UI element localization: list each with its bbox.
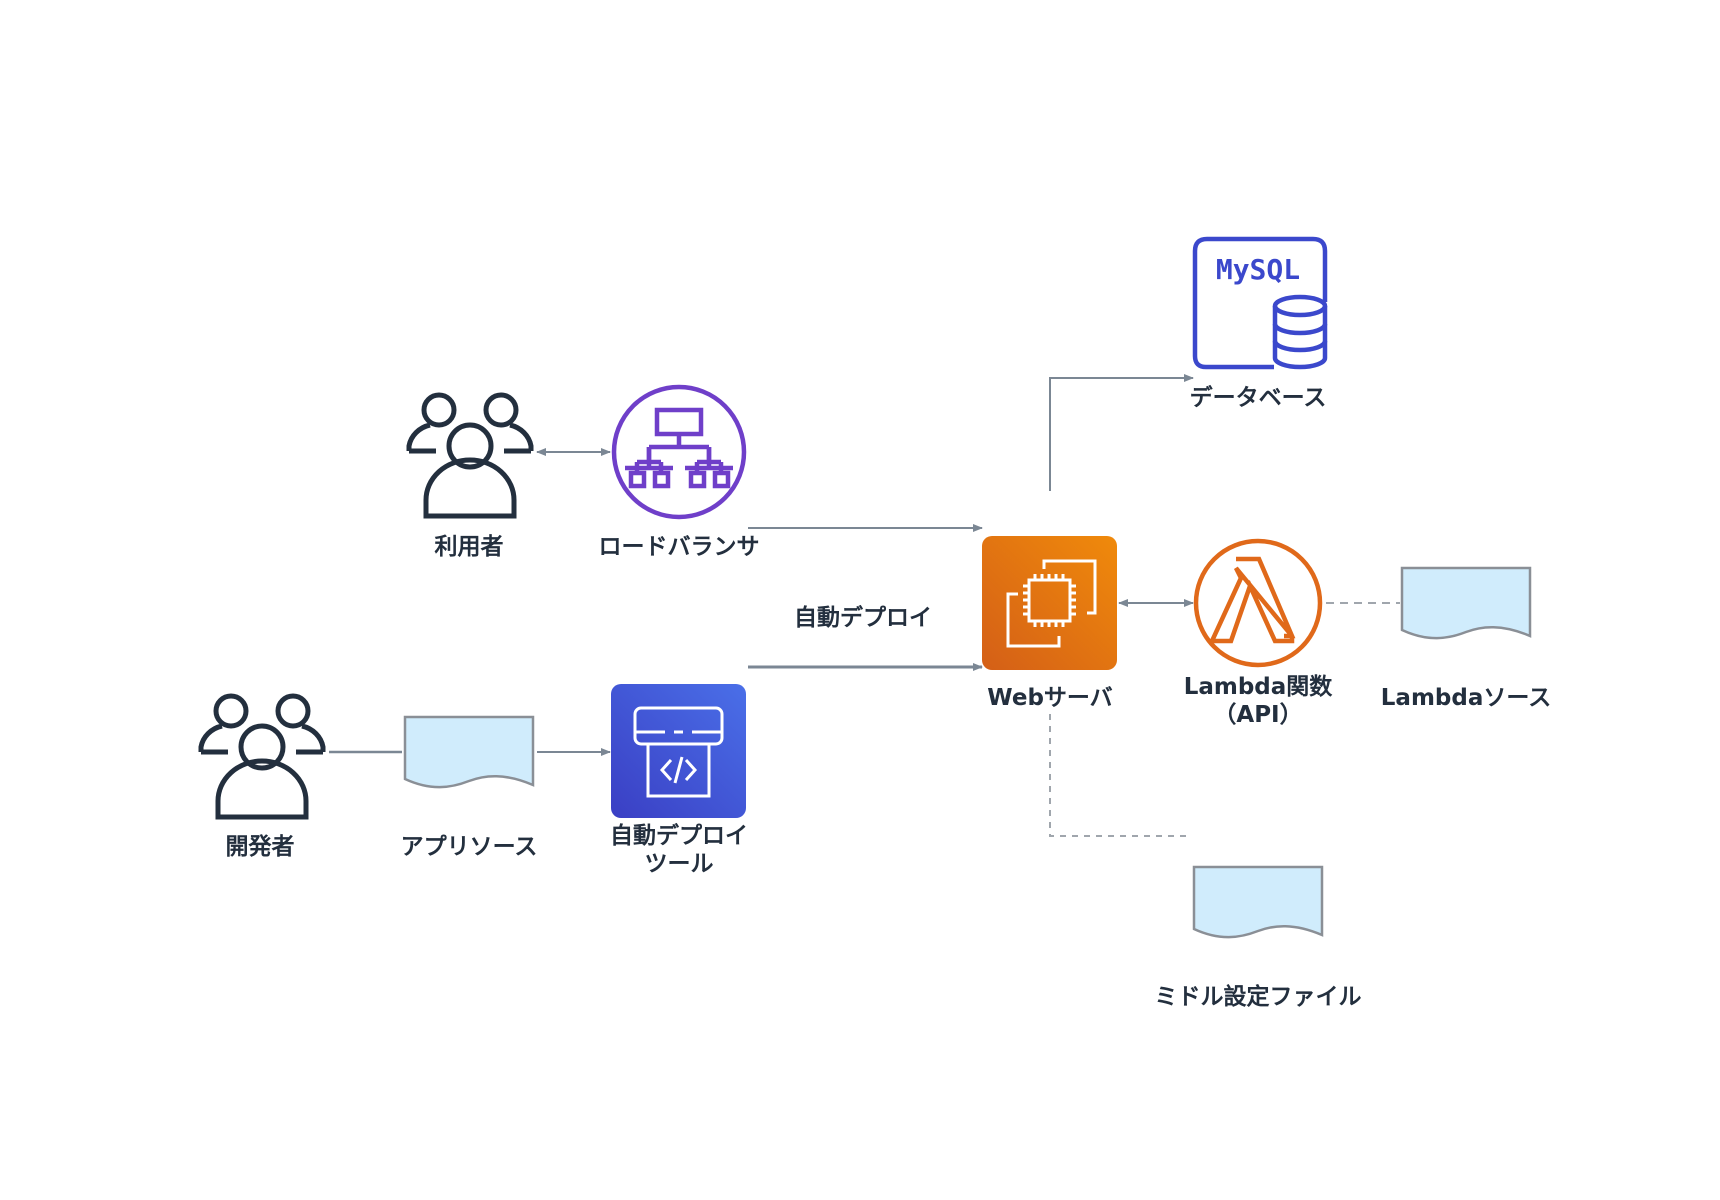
ec2-instance-icon	[982, 536, 1117, 670]
mysql-icon-text: MySQL	[1216, 253, 1300, 286]
lambda-source-label: Lambdaソース	[1381, 685, 1551, 711]
lambda-icon	[1193, 538, 1323, 668]
middleware-config-document-icon	[1192, 865, 1324, 939]
web-server-label: Webサーバ	[987, 685, 1112, 711]
ec2-chip-glyph	[1006, 559, 1097, 648]
app-source-node[interactable]: アプリソース	[401, 715, 538, 860]
app-source-label: アプリソース	[401, 834, 538, 860]
load-balancer-node[interactable]: ロードバランサ	[599, 384, 760, 560]
database-label: データベース	[1190, 384, 1327, 411]
auto-deploy-edge-label: 自動デプロイ	[794, 604, 932, 631]
mysql-database-icon	[1192, 236, 1328, 370]
developers-label: 開発者	[226, 834, 295, 860]
edge-webserver-database	[1049, 374, 1194, 491]
lambda-node[interactable]: Lambda関数 （API）	[1184, 538, 1334, 728]
lambda-label-line2: （API）	[1213, 701, 1302, 728]
deploy-tool-node[interactable]: 自動デプロイ ツール	[610, 684, 748, 877]
web-server-node[interactable]: Webサーバ	[982, 536, 1117, 711]
database-node[interactable]: MySQL データベース	[1190, 236, 1328, 411]
users-node[interactable]: 利用者	[409, 395, 531, 560]
users-icon	[409, 395, 531, 516]
app-source-document-icon	[403, 715, 535, 789]
developers-icon	[201, 696, 323, 817]
code-deploy-icon	[611, 684, 746, 818]
edge-webserver-config	[1049, 714, 1191, 837]
users-label: 利用者	[435, 534, 504, 560]
middleware-config-node[interactable]: ミドル設定ファイル	[1155, 865, 1362, 1010]
deploy-tool-label-line2: ツール	[645, 851, 714, 877]
developers-node[interactable]: 開発者	[201, 696, 323, 860]
lambda-source-node[interactable]: Lambdaソース	[1381, 566, 1551, 711]
connectors	[329, 374, 1400, 837]
code-deploy-glyph	[633, 706, 724, 798]
load-balancer-icon	[611, 384, 747, 520]
lambda-source-document-icon	[1400, 566, 1532, 640]
load-balancer-label: ロードバランサ	[599, 534, 760, 560]
deploy-tool-label-line1: 自動デプロイ	[610, 822, 748, 849]
lambda-label-line1: Lambda関数	[1184, 674, 1334, 700]
middleware-config-label: ミドル設定ファイル	[1155, 983, 1362, 1010]
